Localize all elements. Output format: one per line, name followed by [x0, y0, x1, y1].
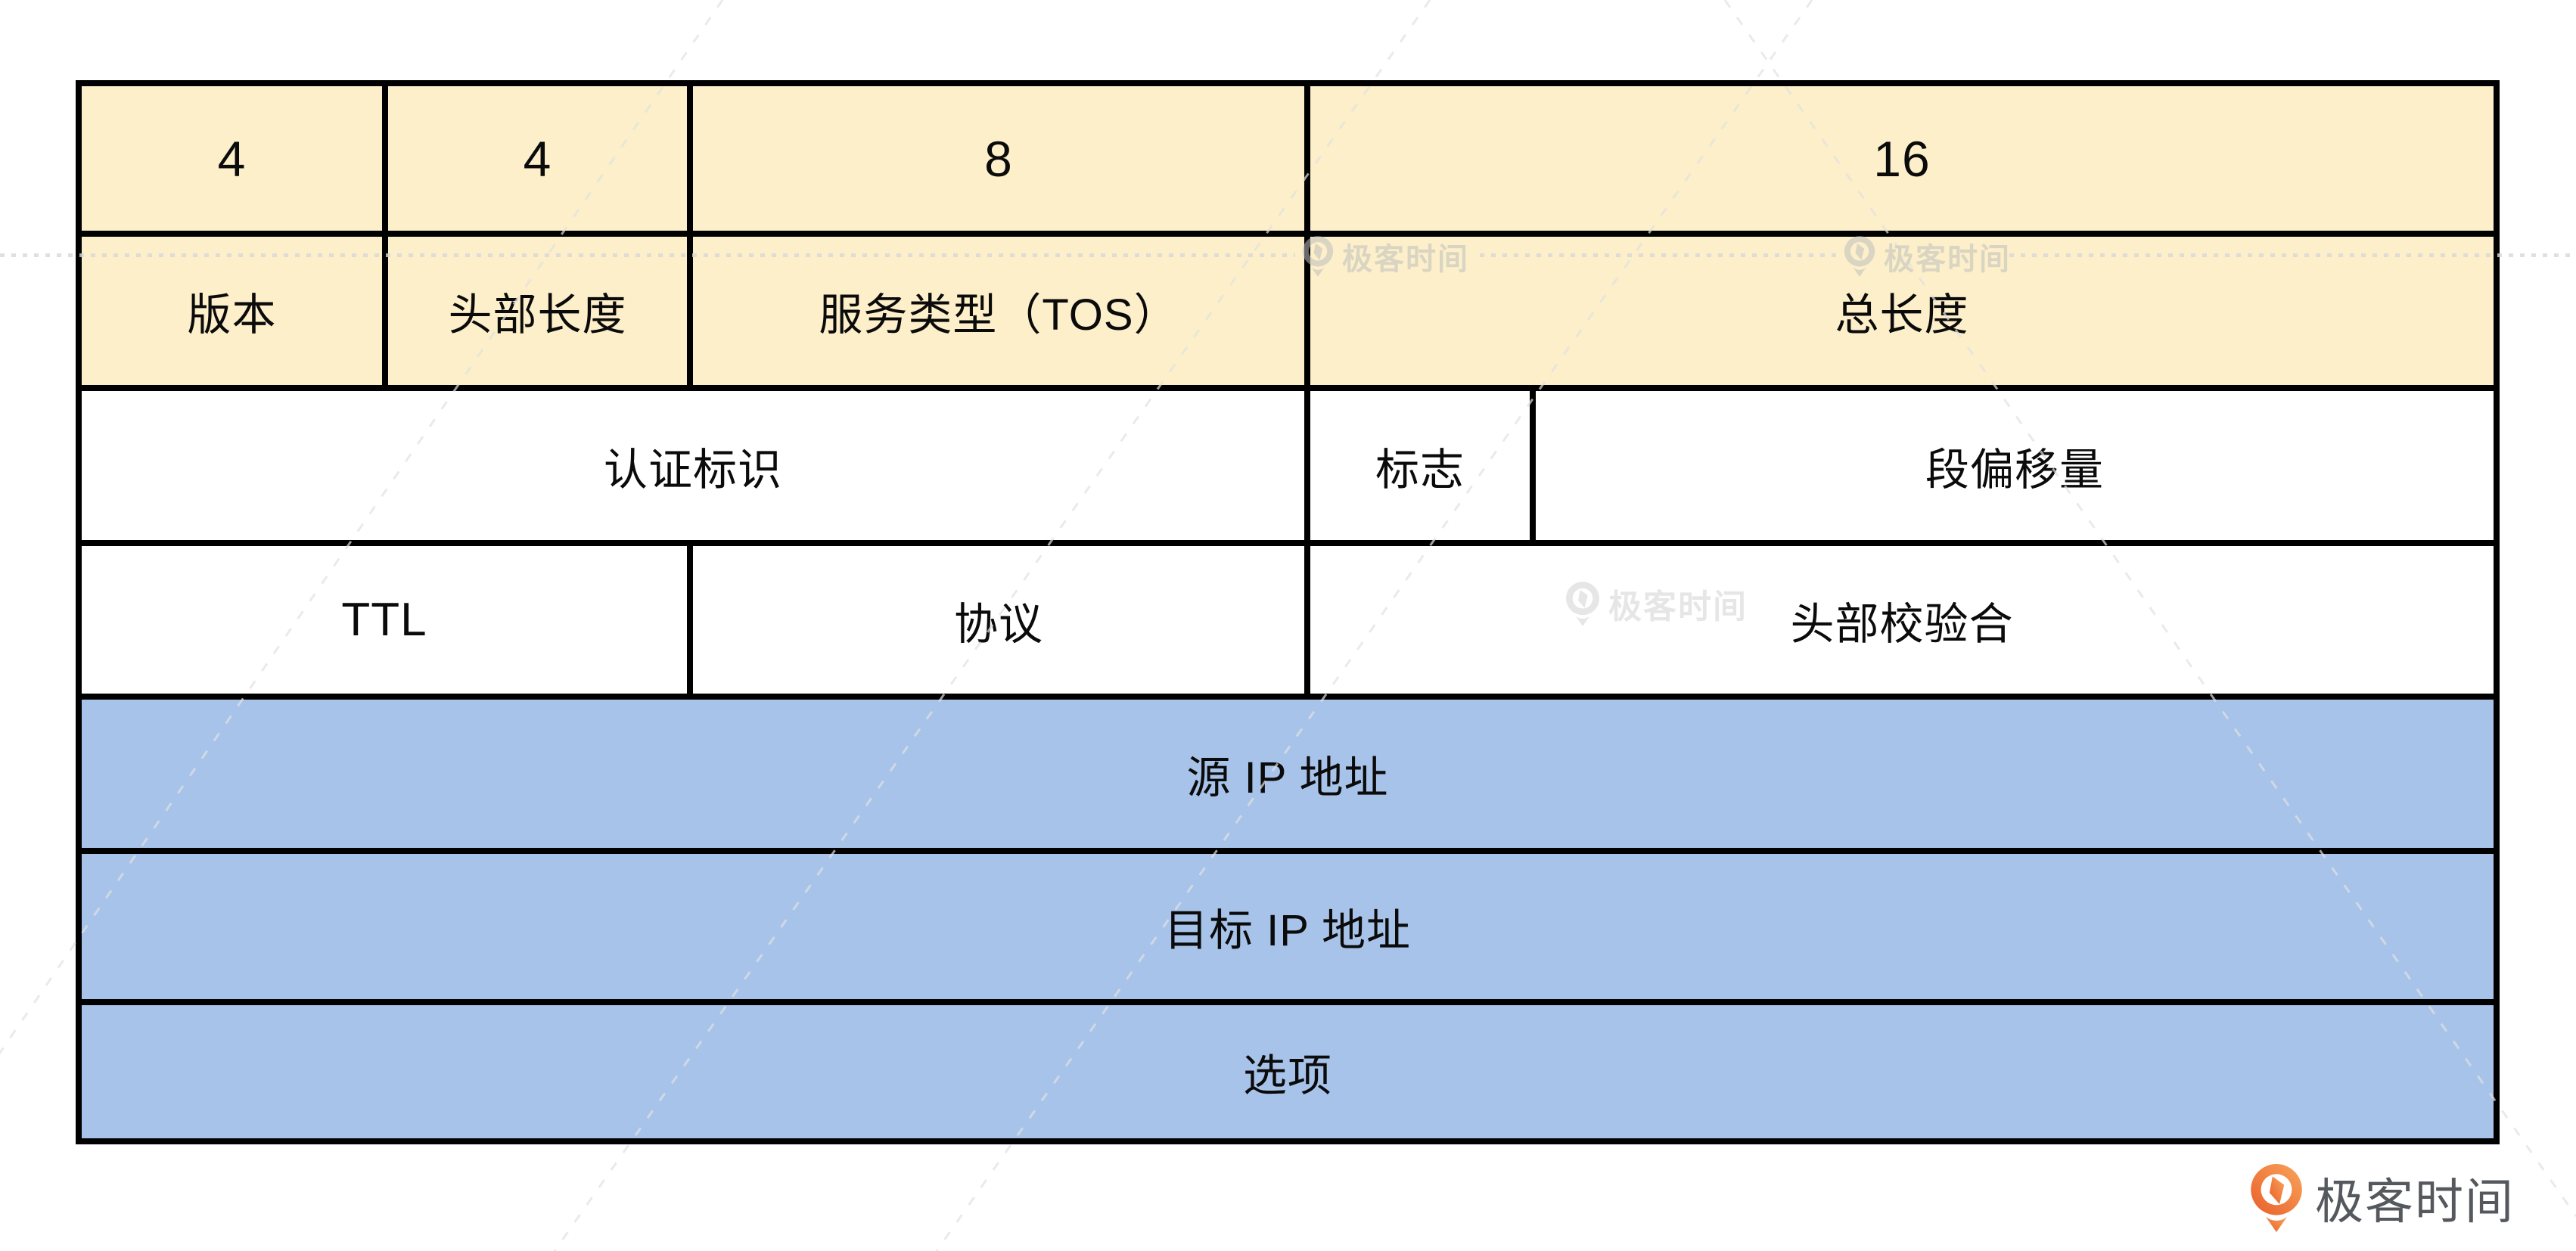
geektime-logo-text: 极客时间: [2315, 1175, 2515, 1229]
ipv4-header-diagram: 4 4 8 16 版本 头部长度 服务类型（TOS） 总长度 认证标识 标志 段…: [76, 80, 2500, 1144]
watermark-text: 极客时间: [1342, 243, 1469, 276]
geektime-logo: 极客时间: [2248, 1163, 2515, 1233]
watermark-text: 极客时间: [1884, 243, 2011, 276]
cell-protocol: 协议: [687, 546, 1304, 694]
table-row-source-ip: 源 IP 地址: [82, 694, 2494, 848]
cell-options: 选项: [1242, 1051, 1332, 1100]
table-row-options: 选项: [82, 999, 2494, 1138]
table-row-dest-ip: 目标 IP 地址: [82, 848, 2494, 999]
cell-bits-total-length: 16: [1304, 86, 2494, 231]
watermark-stamp: 极客时间: [1301, 234, 1469, 278]
cell-header-checksum: 头部校验合: [1304, 546, 2494, 694]
cell-dest-ip: 目标 IP 地址: [1164, 906, 1411, 955]
dotted-watermark-line: [1480, 253, 1837, 257]
geektime-pin-icon: [1566, 581, 1599, 626]
dotted-watermark-line: [2009, 253, 2576, 257]
cell-version: 版本: [187, 290, 277, 340]
table-row-bit-widths: 4 4 8 16: [82, 86, 2494, 231]
cell-identification: 认证标识: [603, 445, 782, 495]
cell-ttl: TTL: [341, 594, 427, 646]
cell-header-length: 头部长度: [382, 237, 687, 385]
geektime-logo-icon: [2251, 1164, 2302, 1232]
table-row-identification: 认证标识 标志 段偏移量: [82, 385, 2494, 540]
watermark-stamp: 极客时间: [1565, 579, 1748, 628]
cell-tos: 服务类型（TOS）: [687, 237, 1304, 385]
dotted-watermark-line: [0, 253, 1295, 257]
cell-bits-header-length: 4: [382, 86, 687, 231]
cell-fragment-offset: 段偏移量: [1530, 391, 2494, 540]
geektime-pin-icon: [1302, 236, 1334, 277]
cell-bits-version: 4: [217, 130, 247, 187]
watermark-text: 极客时间: [1608, 588, 1748, 626]
geektime-pin-icon: [1844, 236, 1875, 277]
cell-source-ip: 源 IP 地址: [1186, 753, 1389, 802]
watermark-stamp: 极客时间: [1843, 234, 2011, 278]
cell-bits-tos: 8: [687, 86, 1304, 231]
table-row-ttl: TTL 协议 头部校验合: [82, 540, 2494, 694]
cell-flags: 标志: [1304, 391, 1530, 540]
